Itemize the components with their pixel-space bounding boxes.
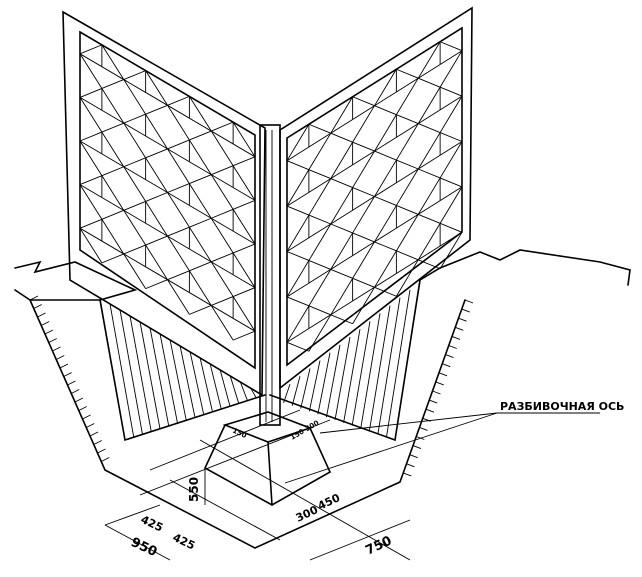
dim-post-left: 150: [231, 427, 248, 440]
footing: [104, 409, 411, 561]
soil-hatching: [29, 281, 474, 477]
dim-half-width-a: 425: [139, 513, 165, 534]
left-fence-panel: [62, 10, 266, 397]
axis-callout-leaders: [284, 412, 600, 484]
dim-footing-height: 550: [187, 477, 201, 502]
dim-trench-width: 750: [363, 534, 394, 559]
trench: [14, 249, 631, 549]
right-fence-panel: [279, 6, 473, 390]
dim-base-width: 950: [128, 535, 159, 560]
dim-half-width-b: 425: [171, 531, 197, 552]
fence-post: [259, 124, 281, 426]
axis-callout-label: РАЗБИВОЧНАЯ ОСЬ: [500, 400, 624, 413]
